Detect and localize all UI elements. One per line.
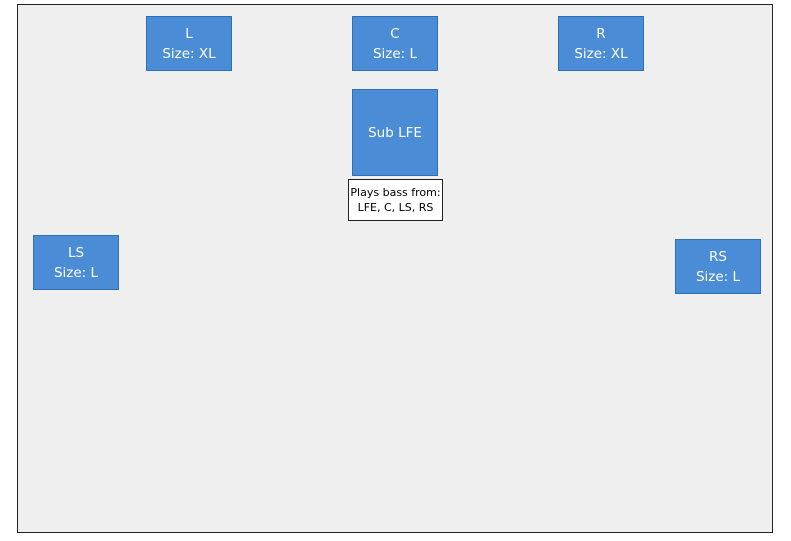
speaker-right-surround-size: Size: L xyxy=(695,268,741,285)
speaker-center: C Size: L xyxy=(352,16,438,71)
speaker-right-surround: RS Size: L xyxy=(675,239,761,294)
diagram-canvas xyxy=(17,4,773,533)
speaker-left-surround-size: Size: L xyxy=(53,264,99,281)
speaker-center-size: Size: L xyxy=(372,45,418,62)
speaker-right: R Size: XL xyxy=(558,16,644,71)
speaker-right-name: R xyxy=(596,25,606,42)
speaker-right-surround-name: RS xyxy=(709,248,727,265)
subwoofer-bass-note-line2: LFE, C, LS, RS xyxy=(357,201,434,214)
speaker-subwoofer: Sub LFE xyxy=(352,89,438,176)
subwoofer-bass-note: Plays bass from: LFE, C, LS, RS xyxy=(348,179,443,221)
speaker-left: L Size: XL xyxy=(146,16,232,71)
subwoofer-bass-note-line1: Plays bass from: xyxy=(350,186,441,199)
speaker-left-surround: LS Size: L xyxy=(33,235,119,290)
speaker-right-size: Size: XL xyxy=(574,45,628,62)
speaker-center-name: C xyxy=(390,25,400,42)
speaker-left-name: L xyxy=(185,25,193,42)
speaker-subwoofer-name: Sub LFE xyxy=(368,124,422,141)
speaker-left-surround-name: LS xyxy=(67,244,85,261)
speaker-left-size: Size: XL xyxy=(162,45,216,62)
